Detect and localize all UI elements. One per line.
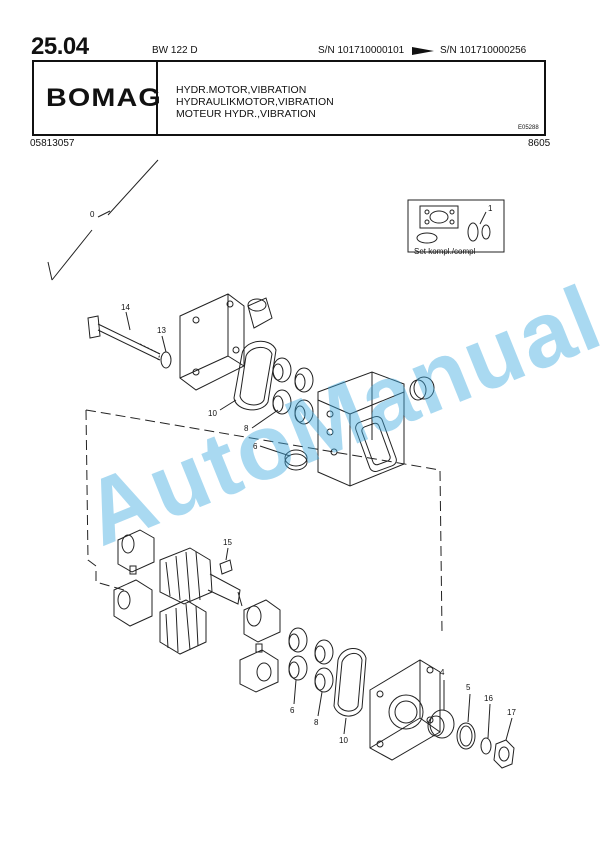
- title-lines: HYDR.MOTOR,VIBRATION HYDRAULIKMOTOR,VIBR…: [176, 84, 334, 120]
- bomag-logo: BOMAG: [46, 84, 162, 112]
- flange-cover: [369, 659, 441, 761]
- bearing-block-lower-right: [239, 649, 279, 693]
- gear-lower: [159, 599, 207, 655]
- machine-model: BW 122 D: [152, 45, 198, 56]
- bolt-14: [87, 315, 101, 339]
- key-15: [219, 559, 233, 575]
- drawing-code: E05288: [518, 125, 539, 131]
- bearing-block-right: [243, 599, 281, 643]
- bearing-block-upper: [117, 529, 155, 573]
- nut-17: [493, 739, 515, 769]
- assembly-frame: [85, 409, 443, 633]
- snap-ring-5: [456, 722, 476, 750]
- seal-ring-10-top: [233, 340, 277, 411]
- title-de: HYDRAULIKMOTOR,VIBRATION: [176, 96, 334, 108]
- title-block-divider: [156, 60, 158, 136]
- callout-10: 10: [208, 409, 217, 418]
- bearing-shell-8a: [272, 357, 292, 383]
- bearing-4: [429, 709, 455, 739]
- title-fr: MOTEUR HYDR.,VIBRATION: [176, 108, 316, 120]
- callout-13: 13: [157, 326, 166, 335]
- callout-15: 15: [223, 538, 232, 547]
- callout-8: 8: [244, 424, 249, 433]
- ring-6-top: [284, 453, 308, 471]
- callout-10-lower: 10: [339, 736, 348, 745]
- callout-0: 0: [90, 210, 95, 219]
- title-en: HYDR.MOTOR,VIBRATION: [176, 84, 307, 96]
- assembly-bracket: [47, 159, 159, 281]
- washer-13: [160, 351, 172, 369]
- callout-4: 4: [440, 668, 445, 677]
- callout-16: 16: [484, 694, 493, 703]
- bearing-block-lower: [113, 579, 153, 627]
- callout-5: 5: [466, 683, 471, 692]
- washer-16: [480, 737, 492, 755]
- bearing-shell-lower-a: [288, 627, 308, 653]
- callout-1: 1: [488, 204, 493, 213]
- seal-kit-box: [407, 199, 505, 253]
- serial-range-arrow-icon: [412, 47, 434, 55]
- date-code: 8605: [528, 138, 551, 149]
- callout-8-lower: 8: [314, 718, 319, 727]
- callout-6: 6: [253, 442, 258, 451]
- seal-kit-label: Set kompl./compl: [414, 247, 476, 256]
- seal-ring-10-lower: [333, 648, 367, 717]
- serial-from: S/N 101710000101: [318, 45, 405, 56]
- serial-to: S/N 101710000256: [440, 45, 527, 56]
- page-number: 25.04: [31, 33, 89, 60]
- housing-plug: [413, 376, 435, 400]
- title-block: [32, 60, 546, 136]
- part-number: 05813057: [30, 138, 75, 149]
- end-cover: [179, 293, 245, 391]
- callout-17: 17: [507, 708, 516, 717]
- callout-14: 14: [121, 303, 130, 312]
- plug: [247, 297, 273, 329]
- callout-6-lower: 6: [290, 706, 295, 715]
